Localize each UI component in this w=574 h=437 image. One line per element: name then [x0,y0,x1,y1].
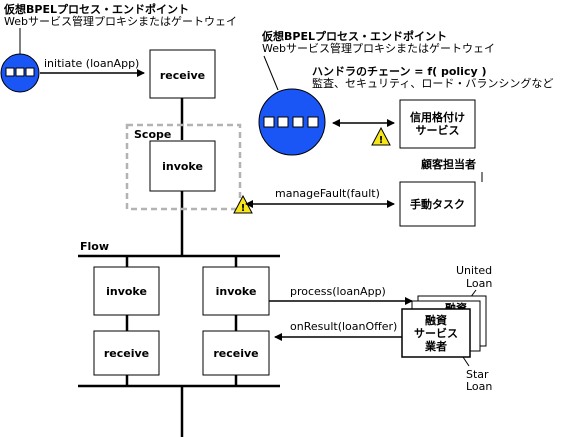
customer-rep-label: 顧客担当者 [421,157,476,171]
invoke-right-box [202,266,270,316]
star-loan-label-line2: Loan [466,380,492,393]
right-endpoint-connector [263,55,279,91]
handler-examples-label: 監査、セキュリティ、ロード・バランシングなど [312,76,553,90]
lender-label-line2: サービス [414,326,458,340]
right-endpoint-subtitle: Webサービス管理プロキシまたはゲートウェイ [262,41,495,55]
left-endpoint-subtitle: Webサービス管理プロキシまたはゲートウェイ [4,14,237,28]
on-result-label: onResult(loanOffer) [290,320,397,333]
right-endpoint-port-icons [263,116,319,128]
lender-box-front [401,308,471,358]
handler-chain-label: ハンドラのチェーン = f( policy ) [312,65,487,78]
right-endpoint-circle [258,88,326,156]
credit-service-box [399,99,476,149]
initiate-label: initiate (loanApp) [44,57,139,70]
receive-left-box [93,330,160,376]
receive-right-label: receive [213,347,258,360]
scope-boundary [125,123,242,211]
right-endpoint: 仮想BPELプロセス・エンドポイント Webサービス管理プロキシまたはゲートウェ… [258,29,553,156]
manual-task-box [399,181,476,227]
credit-service-line2: サービス [416,123,460,137]
receive-right-box [202,330,270,376]
invoke-left-label: invoke [106,285,147,298]
warning-icon-fault: ! [233,194,253,214]
invoke-left-box [93,266,160,316]
manage-fault-label: manageFault(fault) [275,187,380,200]
receive-top-label: receive [160,69,205,82]
star-loan-label-line1: Star [466,368,489,381]
lender-label-line1: 融資 [425,313,447,327]
lender-label-line3: 業者 [424,339,447,353]
manual-task-label: 手動タスク [410,197,465,211]
united-loan-label-line2: Loan [466,277,492,290]
process-label: process(loanApp) [290,285,386,298]
united-loan-label-line1: United [456,264,492,277]
svg-text:!: ! [241,203,246,214]
svg-text:!: ! [379,135,384,146]
flow-label: Flow [80,240,109,253]
warning-icon-credit: ! [371,126,391,146]
left-endpoint: 仮想BPELプロセス・エンドポイント Webサービス管理プロキシまたはゲートウェ… [0,2,237,93]
star-loan-connector [462,356,470,367]
left-endpoint-port-icons [5,67,35,77]
scope-label: Scope [134,128,171,141]
invoke-scope-box [149,140,216,192]
left-endpoint-title: 仮想BPELプロセス・エンドポイント [3,2,189,16]
invoke-scope-label: invoke [162,160,203,173]
receive-left-label: receive [104,347,149,360]
credit-service-line1: 信用格付け [410,110,465,124]
right-endpoint-title: 仮想BPELプロセス・エンドポイント [261,29,447,43]
invoke-right-label: invoke [216,285,257,298]
